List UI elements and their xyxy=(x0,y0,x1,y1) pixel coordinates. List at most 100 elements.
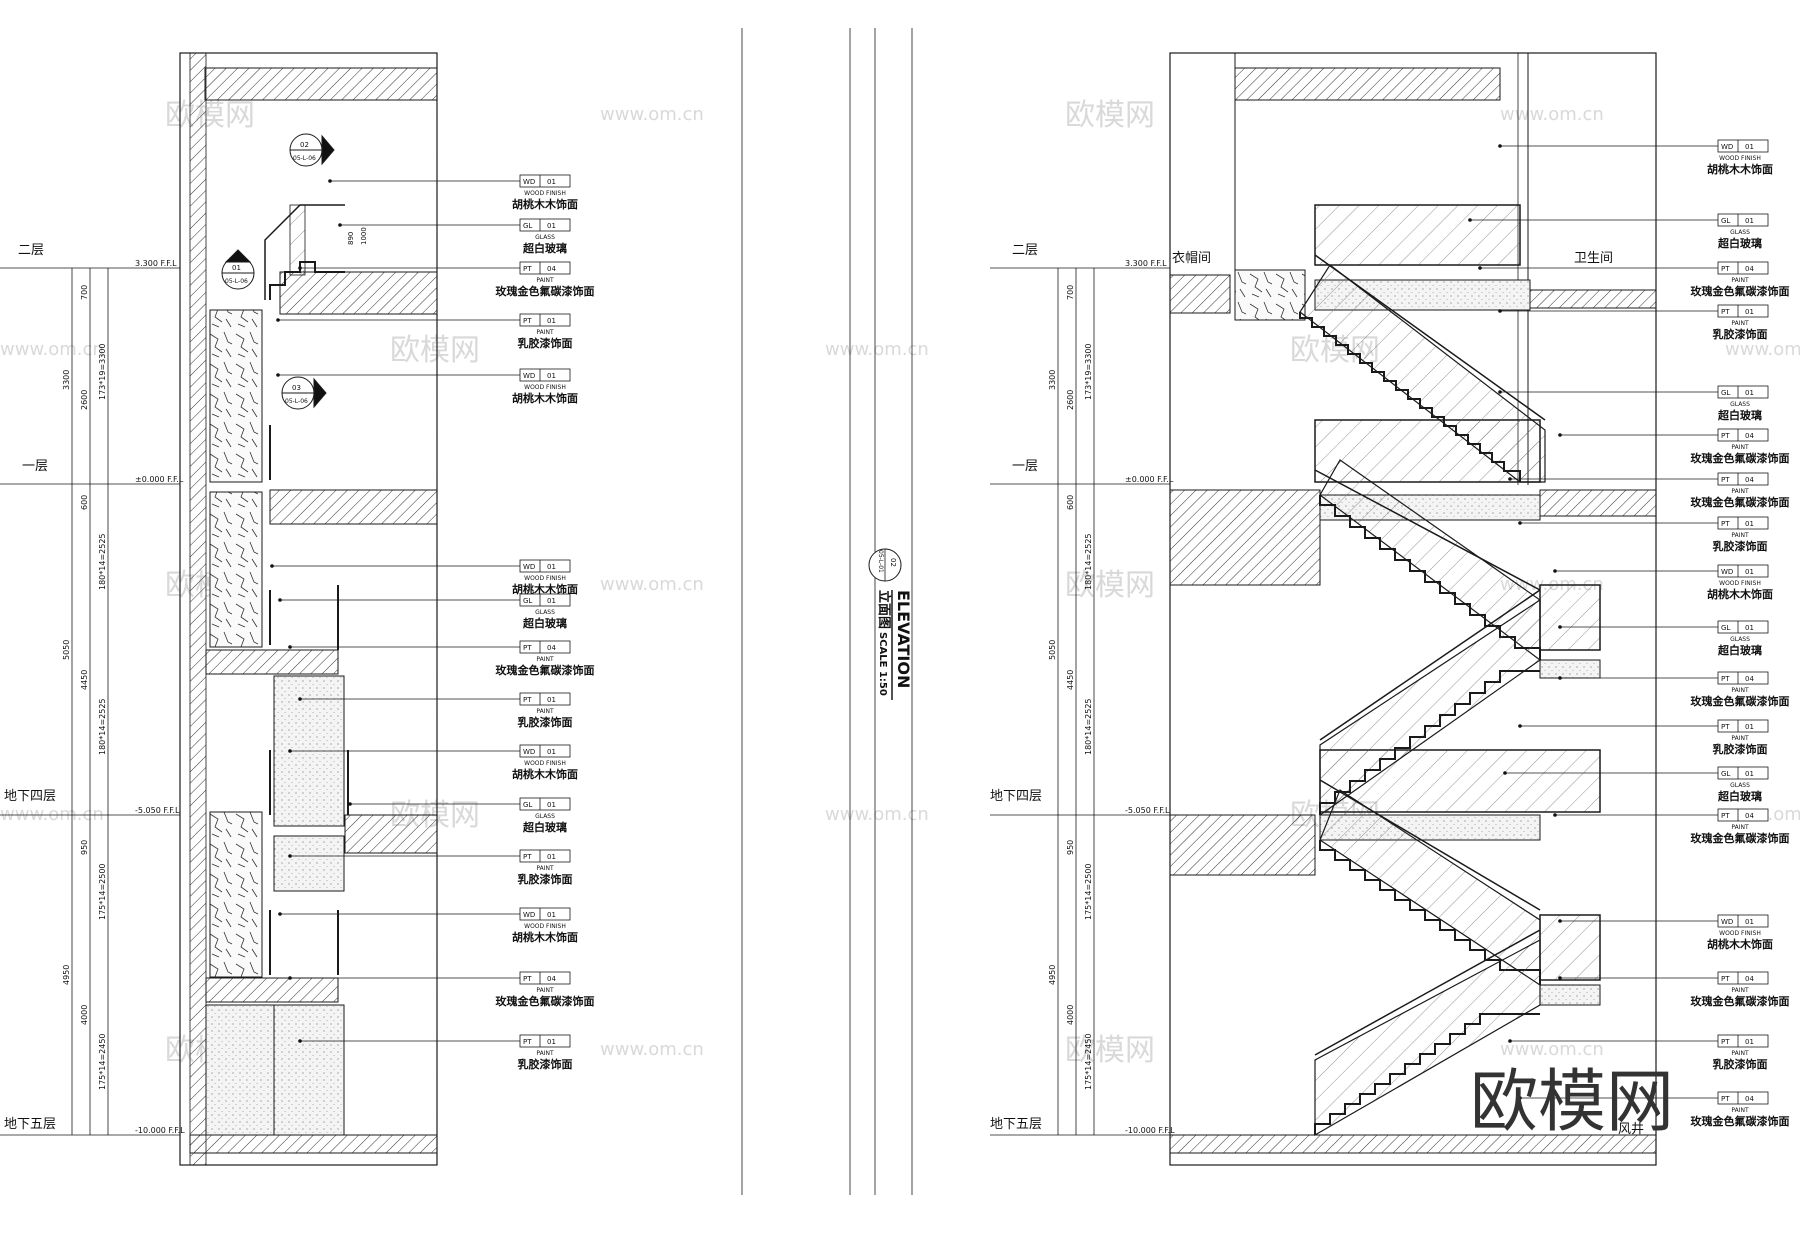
callout-cn: 乳胶漆饰面 xyxy=(1713,742,1768,756)
dim-value: 3300 xyxy=(1048,370,1057,390)
callout-cn: 乳胶漆饰面 xyxy=(518,715,573,729)
sheet-separators xyxy=(741,28,913,1195)
callout-tag xyxy=(1717,564,1769,578)
watermark-cn: 欧模网 xyxy=(165,98,255,133)
right-glass-panel-5 xyxy=(1539,914,1601,981)
left-stone-1 xyxy=(209,309,263,483)
leader-dot xyxy=(1558,976,1562,980)
callout-cn: 胡桃木木饰面 xyxy=(512,767,578,781)
callout-code: GL xyxy=(1721,389,1730,397)
callout-num: 01 xyxy=(1745,918,1754,926)
dim-value: 950 xyxy=(1066,840,1075,855)
callout-en: PAINT xyxy=(1731,277,1749,284)
right-handrail xyxy=(1314,254,1546,421)
leader-dot xyxy=(288,749,292,753)
watermark-url: www.om.cn xyxy=(600,574,704,595)
detail-marker-03: 03 05-L-06 xyxy=(281,376,327,410)
leader-dot xyxy=(298,697,302,701)
detail-marker-ref: 05-L-06 xyxy=(285,398,308,405)
dim-value: 180*14=2525 xyxy=(1084,698,1093,755)
callout-cn: 玫瑰金色氟碳漆饰面 xyxy=(1691,1114,1790,1128)
right-dimension-text: 3300 5050 4950 700 2600 600 4450 950 400… xyxy=(1048,285,1093,1090)
right-stone xyxy=(1234,269,1306,321)
callout-en: PAINT xyxy=(1731,735,1749,742)
callout-tag xyxy=(1717,385,1769,399)
callout-cn: 超白玻璃 xyxy=(1717,643,1762,657)
watermark-url: www.om.cn xyxy=(1725,339,1800,360)
dim-value: 600 xyxy=(80,495,89,510)
level-label: 地下四层 xyxy=(4,789,56,804)
callout-tag xyxy=(1717,766,1769,780)
room-label-bathroom: 卫生间 xyxy=(1574,251,1613,266)
callout-en: PAINT xyxy=(536,1050,554,1057)
callout-tag xyxy=(1717,139,1769,153)
callout-tag xyxy=(1717,1034,1769,1048)
callout-cn: 玫瑰金色氟碳漆饰面 xyxy=(1691,694,1790,708)
callout-num: 01 xyxy=(1745,520,1754,528)
leader-dot xyxy=(278,912,282,916)
room-label-cloakroom: 衣帽间 xyxy=(1172,250,1211,266)
dim-value: 4950 xyxy=(62,965,71,985)
right-handrail xyxy=(1314,929,1541,1056)
callout-num: 01 xyxy=(1745,389,1754,397)
leader-dot xyxy=(1468,218,1472,222)
dim-value: 3300 xyxy=(62,370,71,390)
dim-value: 175*14=2450 xyxy=(98,1033,107,1090)
callout-num: 04 xyxy=(1745,265,1754,273)
callout-en: PAINT xyxy=(1731,1107,1749,1114)
callout-cn: 乳胶漆饰面 xyxy=(518,1057,573,1071)
callout-code: WD xyxy=(1721,918,1733,926)
right-handrail xyxy=(1314,469,1541,591)
leader-dot xyxy=(1498,309,1502,313)
leader-dot xyxy=(276,318,280,322)
right-bottom-slab xyxy=(1169,1134,1657,1154)
leader-dot xyxy=(1503,771,1507,775)
dim-value: 180*14=2525 xyxy=(98,533,107,590)
right-top-slab xyxy=(1234,67,1501,101)
right-slab-1f-right xyxy=(1539,489,1657,517)
leader-dot xyxy=(270,564,274,568)
callout-num: 01 xyxy=(1745,624,1754,632)
watermark-cn: 欧模网 xyxy=(1065,1033,1155,1068)
callout-en: PAINT xyxy=(1731,488,1749,495)
title-marker-num: 02 xyxy=(889,558,897,567)
callout-num: 01 xyxy=(547,801,556,809)
callout-num: 01 xyxy=(547,317,556,325)
callout-tag xyxy=(519,849,571,863)
watermark-cn: 欧模网 xyxy=(390,333,480,368)
callout-en: PAINT xyxy=(1731,687,1749,694)
level-elevation: 3.300 F.F.L xyxy=(1125,259,1167,268)
leader-dot xyxy=(288,854,292,858)
callout-en: PAINT xyxy=(1731,1050,1749,1057)
left-top-slab xyxy=(204,67,438,101)
callout-cn: 胡桃木木饰面 xyxy=(512,391,578,405)
leader-dot xyxy=(298,1039,302,1043)
dim-value: 5050 xyxy=(1048,640,1057,660)
callout-cn: 玫瑰金色氟碳漆饰面 xyxy=(1691,495,1790,509)
room-label-shaft: 风井 xyxy=(1618,1122,1644,1137)
callout-cn: 胡桃木木饰面 xyxy=(512,582,578,596)
callout-cn: 胡桃木木饰面 xyxy=(1707,587,1773,601)
dim-value: 890 xyxy=(347,232,355,245)
left-dimension-chains xyxy=(71,268,109,1135)
title-marker-ref: 05-L-01 xyxy=(877,550,884,573)
dim-value: 173*19=3300 xyxy=(1084,343,1093,400)
callout-en: PAINT xyxy=(1731,532,1749,539)
callout-cn: 玫瑰金色氟碳漆饰面 xyxy=(496,663,595,677)
left-section xyxy=(179,52,438,1166)
callout-tag xyxy=(519,692,571,706)
callout-num: 01 xyxy=(1745,723,1754,731)
level-label: 一层 xyxy=(22,459,48,474)
right-level-lines xyxy=(990,267,1170,1136)
callout-cn: 玫瑰金色氟碳漆饰面 xyxy=(496,994,595,1008)
detail-marker-num: 01 xyxy=(232,264,241,272)
